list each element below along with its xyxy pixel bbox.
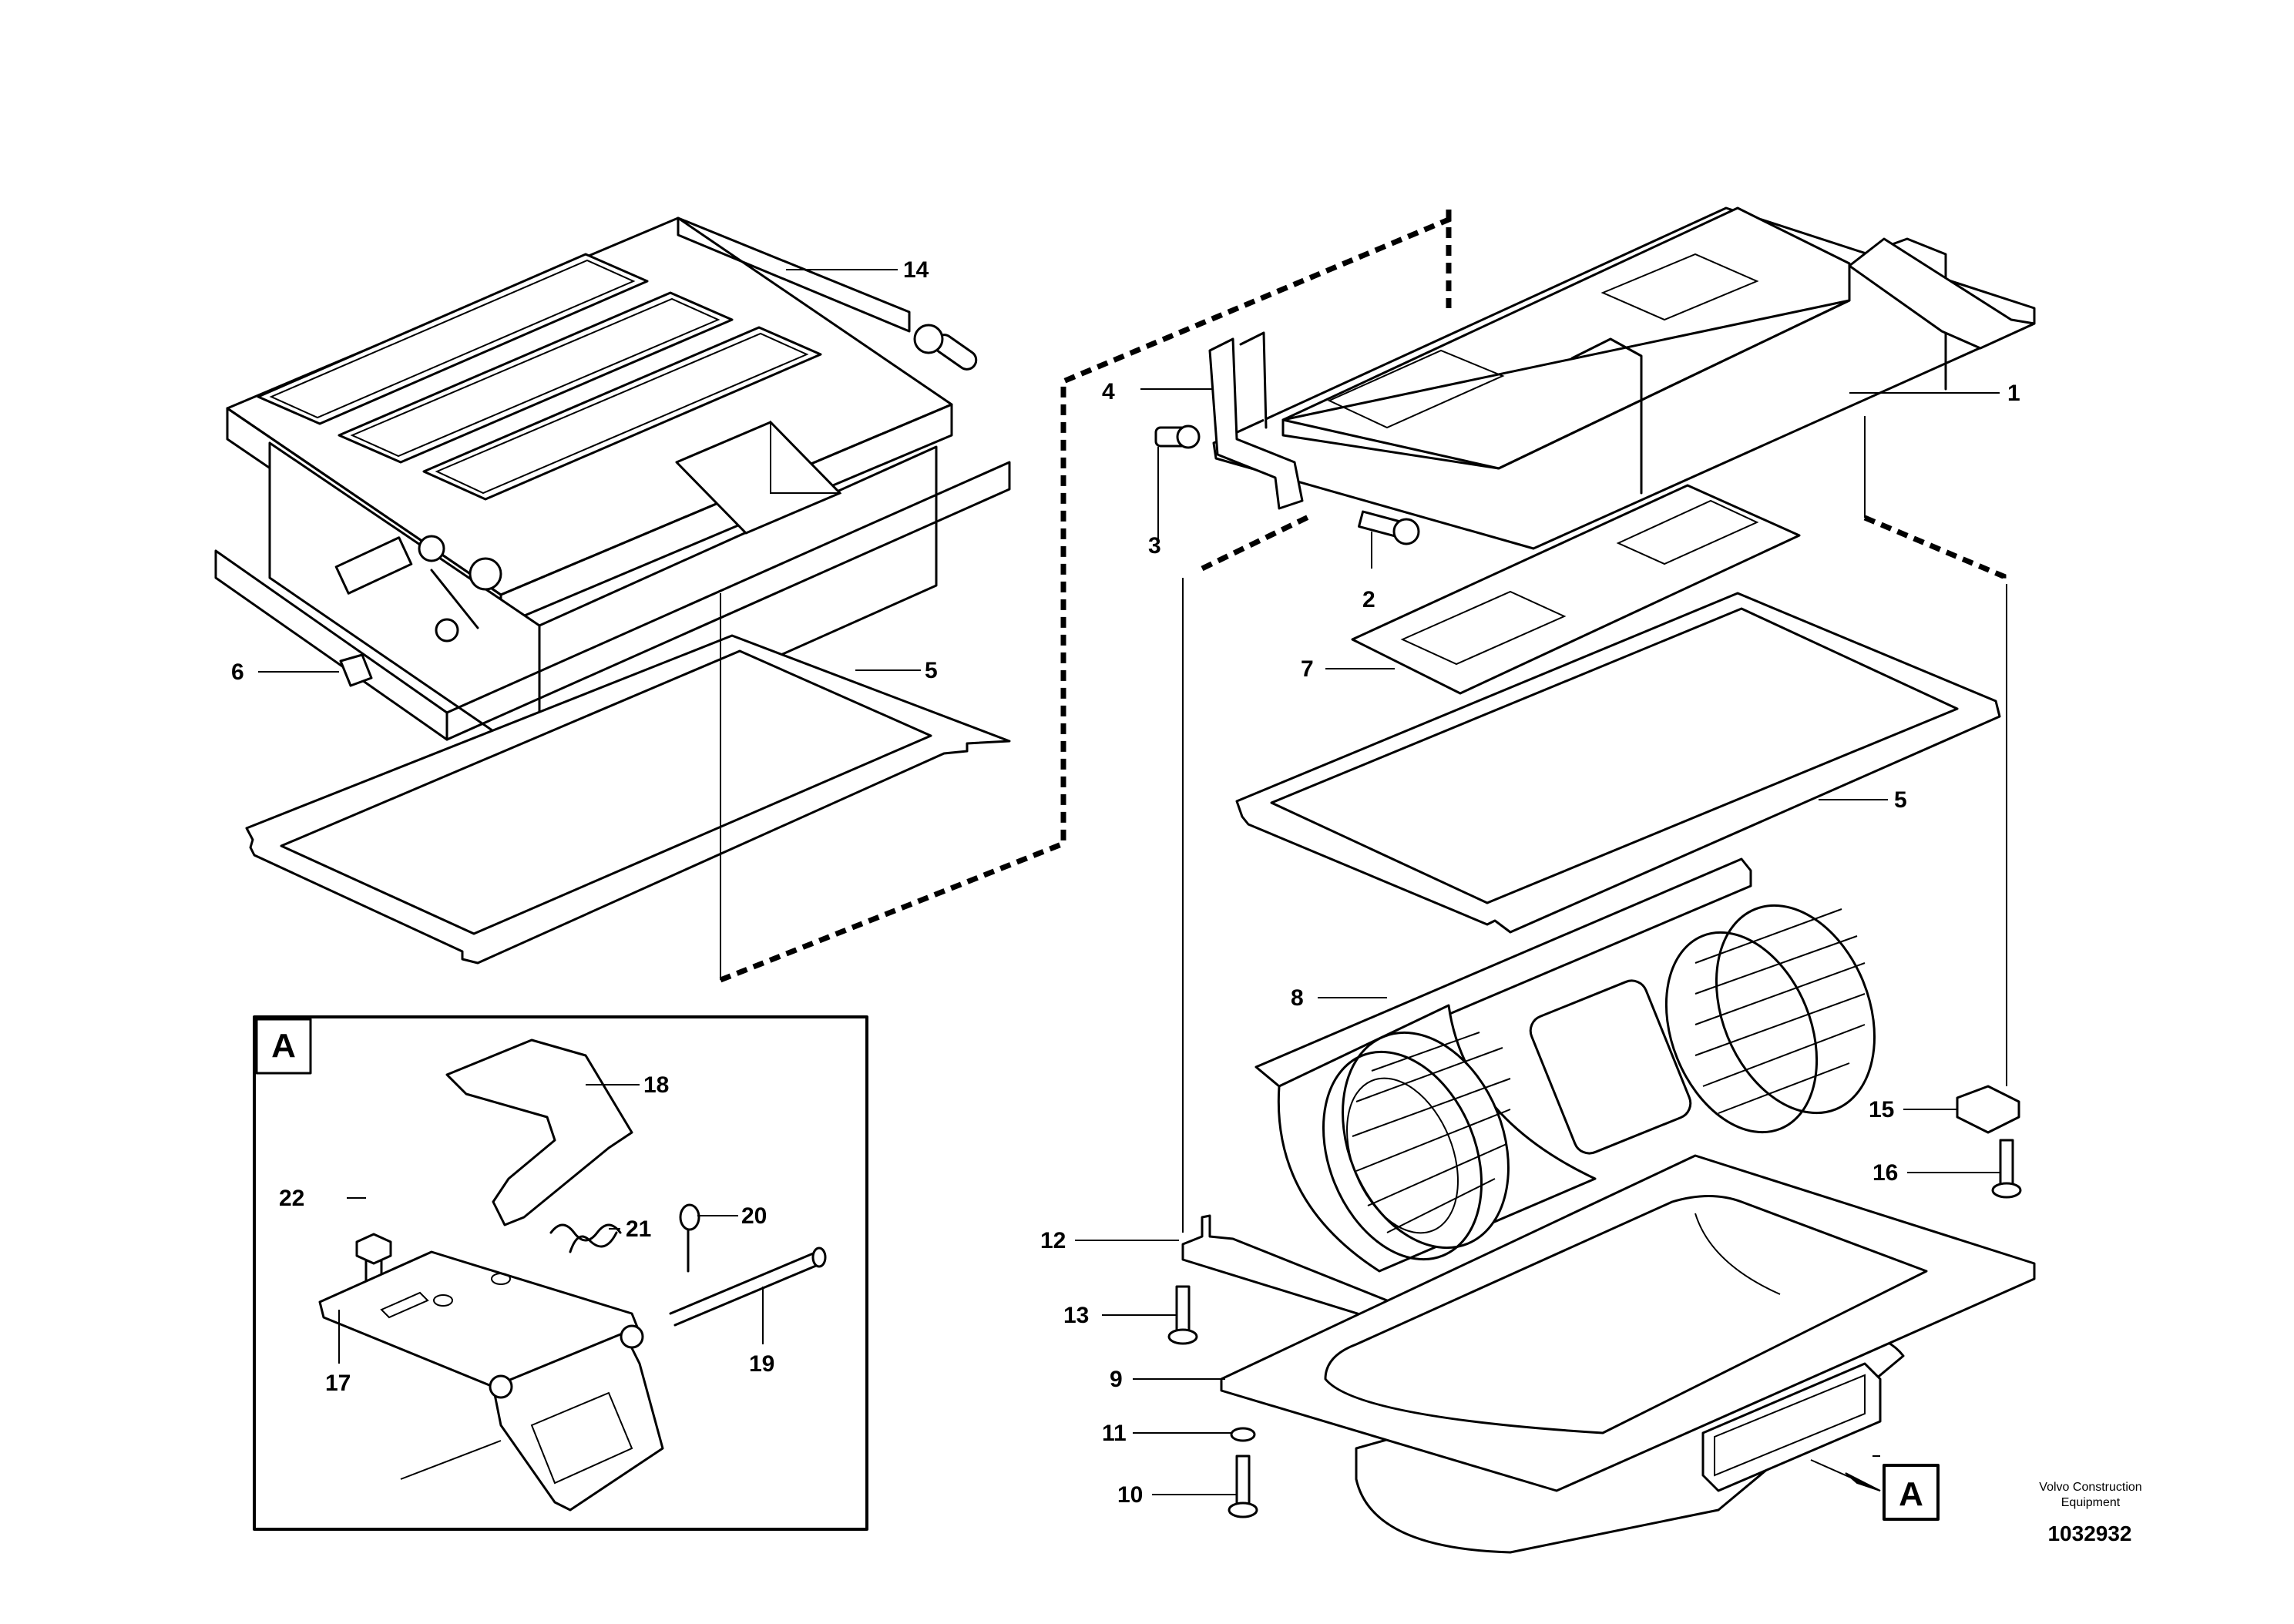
callout-17: 17 xyxy=(325,1371,351,1396)
blower-unit xyxy=(1254,857,1876,1273)
inset-detail-a xyxy=(253,1015,868,1531)
screw-part-10 xyxy=(1228,1455,1258,1518)
callout-12: 12 xyxy=(1040,1228,1066,1253)
lower-housing xyxy=(1220,1154,2036,1554)
screw-part-13 xyxy=(1167,1285,1198,1345)
bolt-part-2 xyxy=(1358,510,1420,545)
callout-2: 2 xyxy=(1362,587,1375,612)
callout-4: 4 xyxy=(1102,379,1115,404)
screw-part-16 xyxy=(1991,1139,2022,1199)
callout-13: 13 xyxy=(1063,1303,1089,1328)
heater-housing xyxy=(214,216,1011,764)
callout-1: 1 xyxy=(2007,381,2020,406)
clip-part-6 xyxy=(339,653,373,687)
callout-18: 18 xyxy=(643,1072,669,1098)
callout-6: 6 xyxy=(231,659,244,685)
bracket-part-4 xyxy=(1208,331,1304,510)
callout-7: 7 xyxy=(1301,656,1314,682)
callout-9: 9 xyxy=(1110,1367,1123,1392)
callout-leaders xyxy=(258,269,2000,1495)
inset-label: A xyxy=(271,1027,296,1065)
washer-part-11 xyxy=(1230,1427,1256,1442)
pin-part-3 xyxy=(1154,424,1201,449)
callout-20: 20 xyxy=(741,1203,767,1229)
callout-22: 22 xyxy=(279,1186,304,1211)
callout-11: 11 xyxy=(1102,1421,1127,1446)
callout-15: 15 xyxy=(1869,1097,1894,1122)
gasket-left xyxy=(245,634,1011,965)
callout-21: 21 xyxy=(626,1216,651,1242)
gasket-right xyxy=(1235,592,2001,934)
callout-5-right: 5 xyxy=(1894,787,1907,813)
credit-line-1: Volvo Construction xyxy=(2039,1481,2141,1494)
callout-10: 10 xyxy=(1117,1482,1143,1508)
callout-14: 14 xyxy=(903,257,929,283)
callout-8: 8 xyxy=(1291,985,1304,1011)
callout-19: 19 xyxy=(749,1351,774,1377)
document-number: 1032932 xyxy=(2047,1522,2131,1545)
callout-3: 3 xyxy=(1148,533,1161,559)
cover-plate xyxy=(1212,206,2036,550)
bracket-part-15 xyxy=(1956,1085,2020,1134)
callout-5-left: 5 xyxy=(925,658,938,683)
view-marker-a: A xyxy=(1883,1464,1940,1521)
view-marker-letter: A xyxy=(1899,1475,1923,1513)
callout-labels: 1 2 3 4 5 5 6 7 8 9 10 11 12 13 14 15 16… xyxy=(231,257,2020,1508)
credit-line-2: Equipment xyxy=(2061,1496,2121,1509)
callout-16: 16 xyxy=(1872,1160,1898,1186)
gasket-part-7 xyxy=(1351,484,1801,695)
assembly-guide-lines xyxy=(400,210,2007,1480)
